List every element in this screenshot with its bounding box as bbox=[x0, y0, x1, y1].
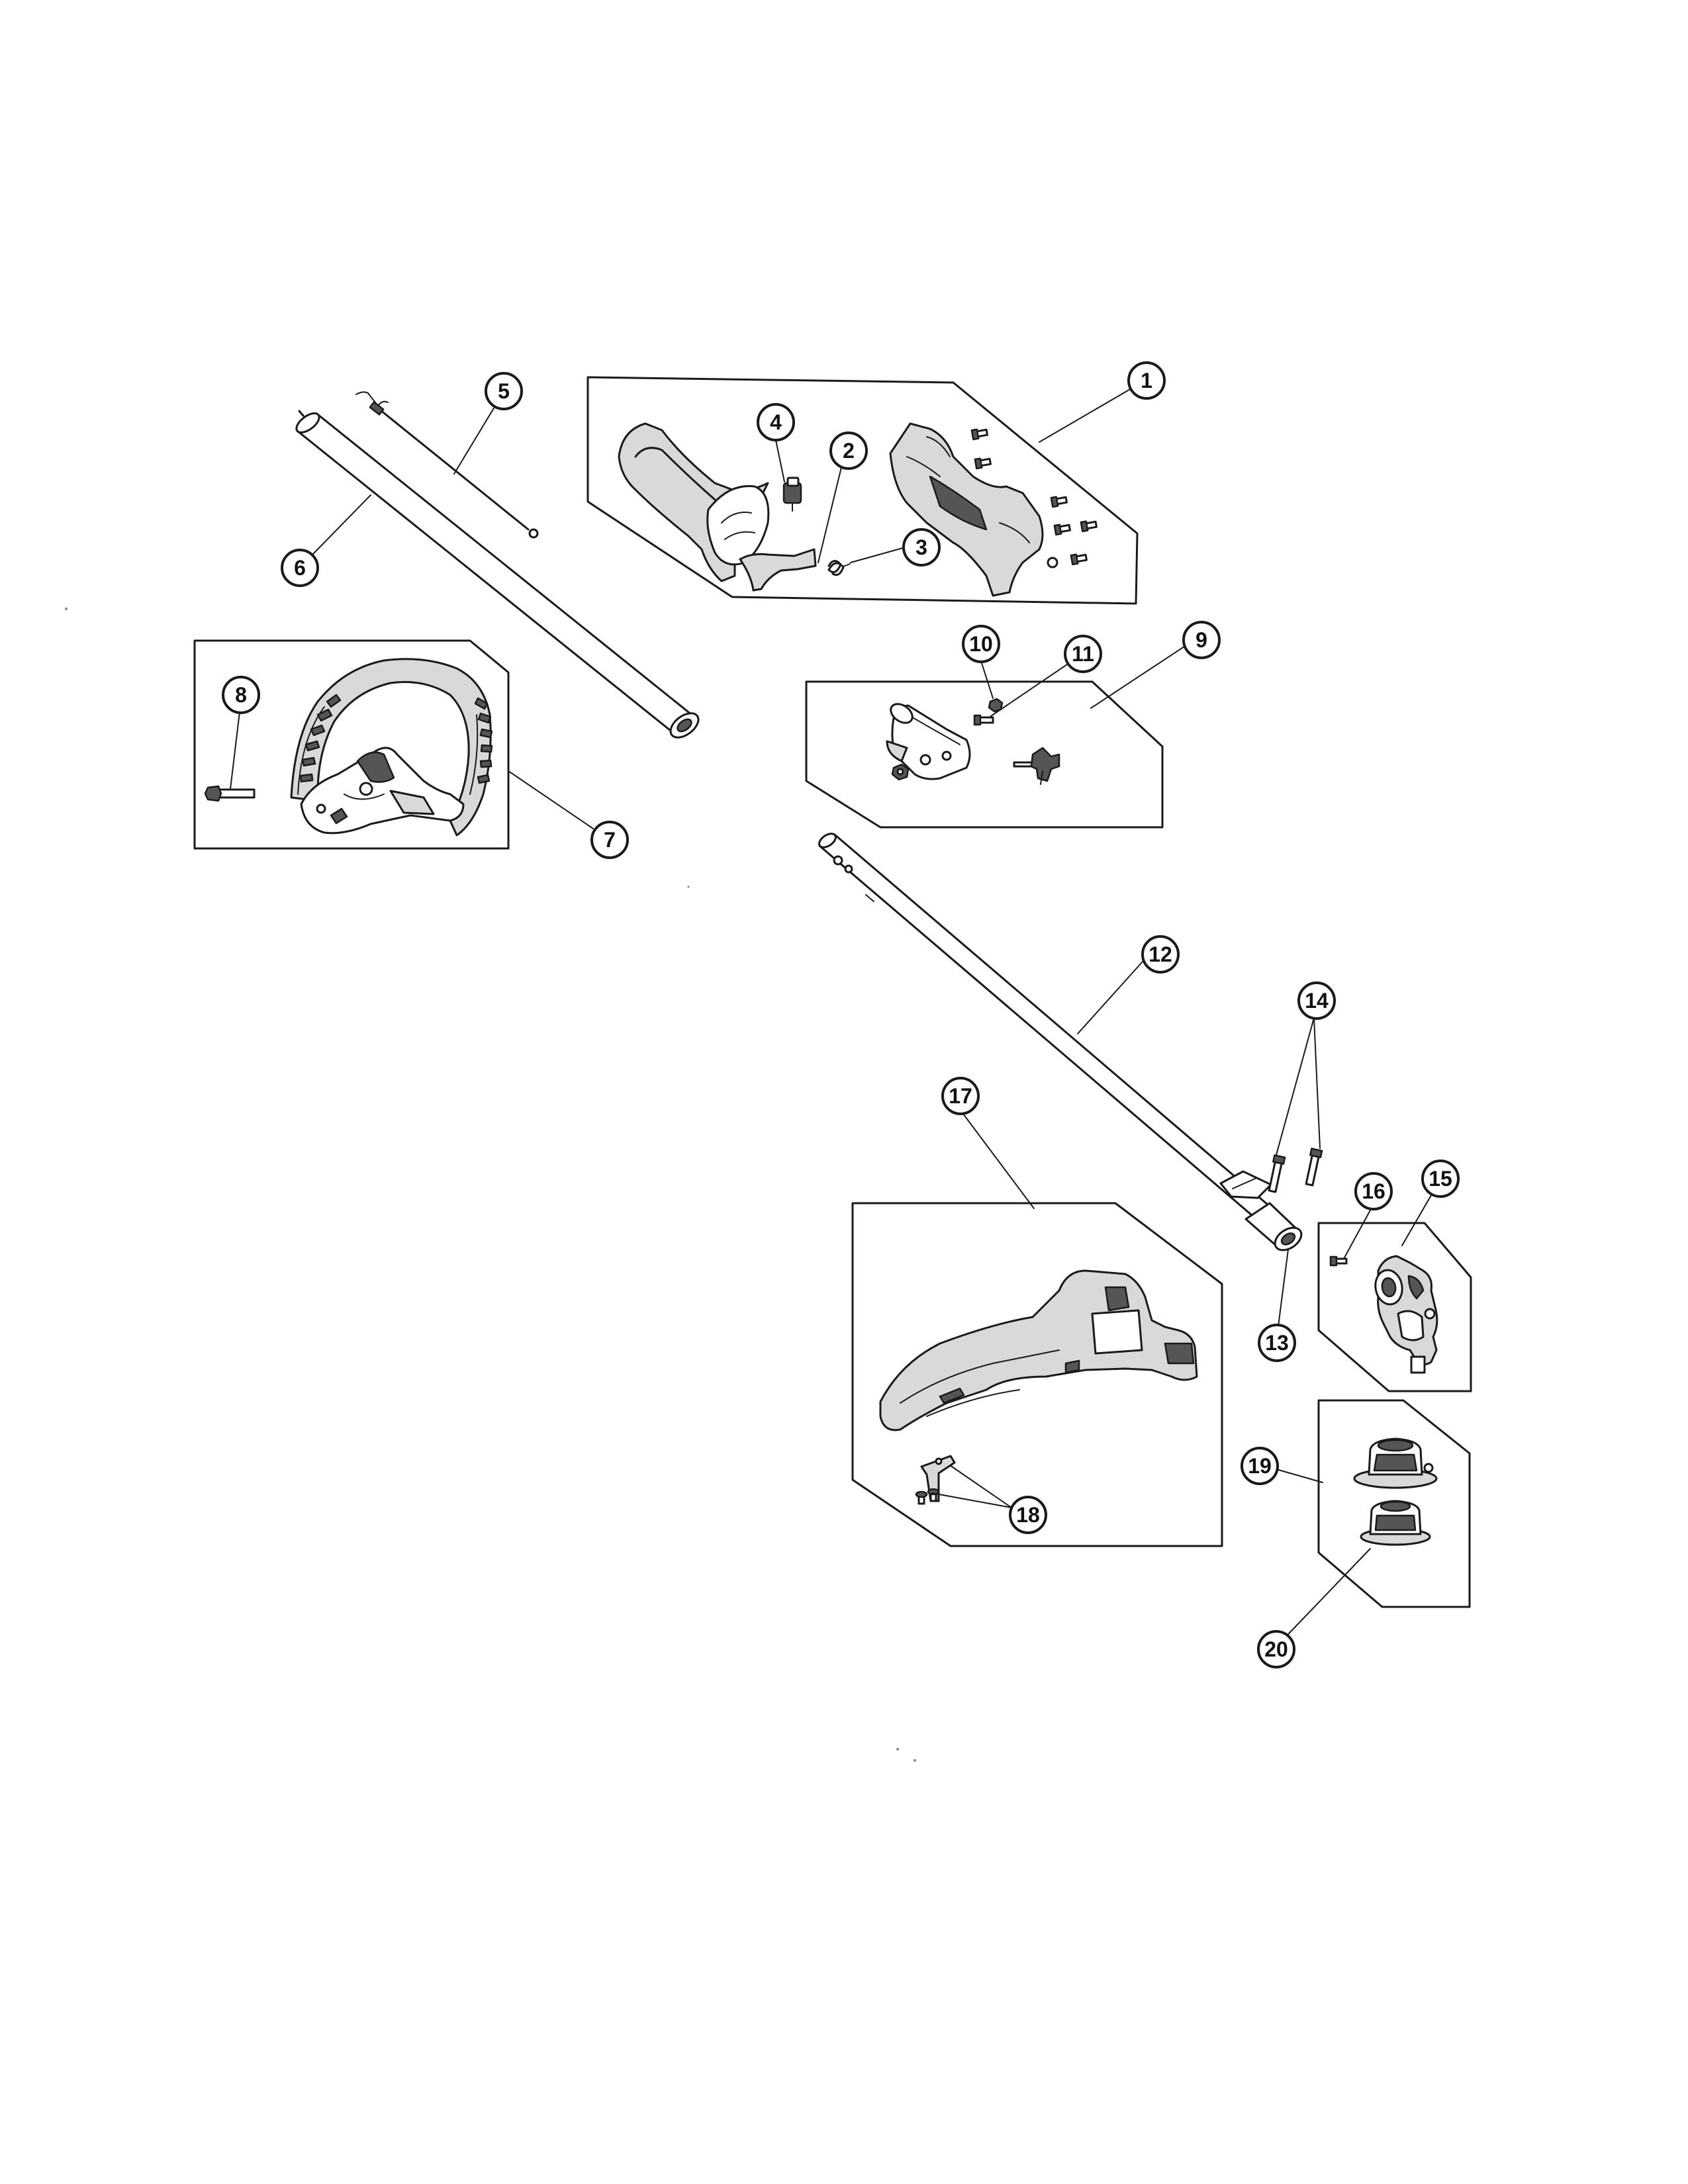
callout-19: 19 bbox=[1241, 1447, 1279, 1485]
part-loop-handle-bolt bbox=[204, 785, 256, 802]
callout-6: 6 bbox=[281, 549, 319, 587]
callout-15: 15 bbox=[1421, 1160, 1460, 1198]
svg-text:6: 6 bbox=[294, 556, 306, 580]
callout-18: 18 bbox=[1009, 1496, 1047, 1534]
svg-text:5: 5 bbox=[498, 379, 510, 403]
svg-text:3: 3 bbox=[915, 535, 927, 559]
group-shaft-coupler bbox=[805, 680, 1164, 829]
group-handle-housing bbox=[586, 376, 1139, 605]
svg-text:9: 9 bbox=[1196, 628, 1207, 652]
part-loop-handle bbox=[290, 658, 493, 837]
part-grass-guard bbox=[879, 1269, 1198, 1432]
svg-text:10: 10 bbox=[969, 632, 993, 656]
callout-5: 5 bbox=[485, 372, 523, 410]
part-trimmer-head-housing bbox=[1353, 1437, 1438, 1489]
svg-text:16: 16 bbox=[1362, 1179, 1385, 1203]
svg-text:13: 13 bbox=[1265, 1331, 1289, 1355]
svg-text:2: 2 bbox=[843, 439, 855, 463]
leader-lines bbox=[230, 385, 1432, 1646]
svg-text:1: 1 bbox=[1141, 369, 1152, 392]
group-trimmer-head bbox=[1317, 1399, 1471, 1608]
svg-text:11: 11 bbox=[1072, 642, 1094, 666]
loop-handle-ribs bbox=[299, 694, 493, 784]
callout-16: 16 bbox=[1354, 1172, 1393, 1210]
part-coupler-knob bbox=[1013, 747, 1060, 785]
callout-12: 12 bbox=[1141, 935, 1180, 974]
part-upper-drive-shaft bbox=[295, 410, 700, 739]
part-housing-screws bbox=[970, 428, 1098, 569]
callout-9: 9 bbox=[1182, 621, 1221, 659]
part-gearhead-screw-16 bbox=[1329, 1255, 1348, 1267]
part-handle-left-half bbox=[618, 422, 770, 582]
svg-text:15: 15 bbox=[1429, 1167, 1452, 1191]
part-throttle-cable bbox=[355, 391, 539, 539]
callout-17: 17 bbox=[941, 1077, 980, 1115]
part-spring bbox=[827, 560, 851, 576]
part-coupler-screw-11 bbox=[973, 714, 994, 726]
part-blade-screws bbox=[915, 1488, 940, 1505]
part-switch bbox=[782, 477, 802, 512]
svg-text:19: 19 bbox=[1248, 1454, 1272, 1478]
svg-text:17: 17 bbox=[949, 1084, 972, 1108]
callout-4: 4 bbox=[757, 403, 795, 441]
callout-3: 3 bbox=[902, 528, 941, 567]
svg-text:12: 12 bbox=[1149, 942, 1172, 966]
callout-11: 11 bbox=[1064, 635, 1102, 673]
svg-text:7: 7 bbox=[604, 828, 616, 852]
svg-text:14: 14 bbox=[1305, 989, 1329, 1013]
part-coupler-nut bbox=[891, 763, 910, 781]
callout-2: 2 bbox=[829, 432, 868, 470]
scan-specks bbox=[65, 608, 916, 1762]
callout-1: 1 bbox=[1127, 361, 1166, 400]
group-gearhead bbox=[1317, 1222, 1472, 1392]
part-coupler-body bbox=[886, 703, 971, 780]
svg-text:18: 18 bbox=[1016, 1503, 1040, 1527]
group-loop-handle bbox=[193, 639, 510, 850]
group-grass-guard bbox=[851, 1202, 1223, 1547]
callout-10: 10 bbox=[962, 625, 1000, 663]
part-trimmer-spool bbox=[1360, 1500, 1431, 1546]
svg-text:4: 4 bbox=[770, 410, 782, 434]
callout-20: 20 bbox=[1257, 1630, 1295, 1668]
callout-13: 13 bbox=[1258, 1324, 1296, 1362]
callout-7: 7 bbox=[590, 821, 629, 859]
part-lower-shaft bbox=[818, 833, 1303, 1251]
part-handle-right-half bbox=[889, 422, 1044, 597]
callout-8: 8 bbox=[222, 676, 260, 714]
svg-text:8: 8 bbox=[235, 683, 247, 707]
part-gearhead bbox=[1374, 1255, 1438, 1374]
part-gearhead-screws bbox=[1268, 1148, 1323, 1193]
callout-14: 14 bbox=[1297, 981, 1336, 1020]
part-throttle-trigger bbox=[739, 548, 817, 592]
svg-text:20: 20 bbox=[1264, 1637, 1288, 1661]
